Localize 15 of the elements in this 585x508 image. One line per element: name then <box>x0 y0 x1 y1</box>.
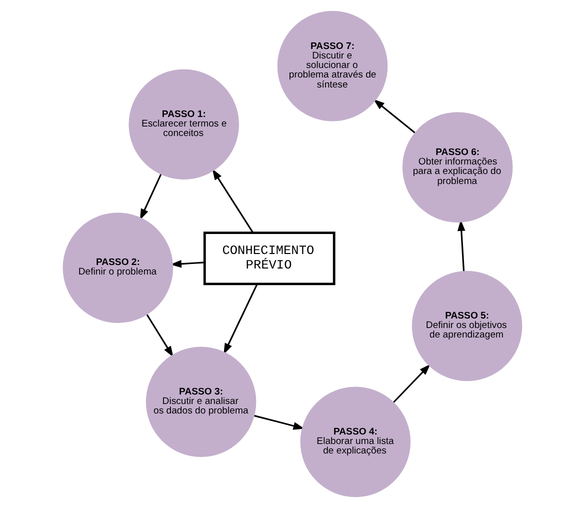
arrow <box>224 284 258 355</box>
arrow <box>170 260 205 268</box>
node-circle: PASSO 7: Discutir e solucionar o problema através de síntese <box>277 10 388 122</box>
arrow <box>146 314 174 358</box>
node-circle: PASSO 4: Elaborar uma lista de explicações <box>300 386 411 498</box>
node-circle: PASSO 5: Definir os objetivos de aprendizagem <box>412 270 522 382</box>
arrow <box>373 99 416 134</box>
arrow <box>212 168 254 233</box>
node-circle: PASSO 6: Obter informações para a explicação do problema <box>402 112 513 222</box>
node-box: CONHECIMENTO PRÉVIO <box>203 232 336 286</box>
arrow <box>392 364 430 403</box>
arrow <box>140 174 162 220</box>
node-circle: PASSO 2: Definir o problema <box>62 212 174 323</box>
arrow <box>457 220 466 272</box>
arrow <box>254 414 305 430</box>
